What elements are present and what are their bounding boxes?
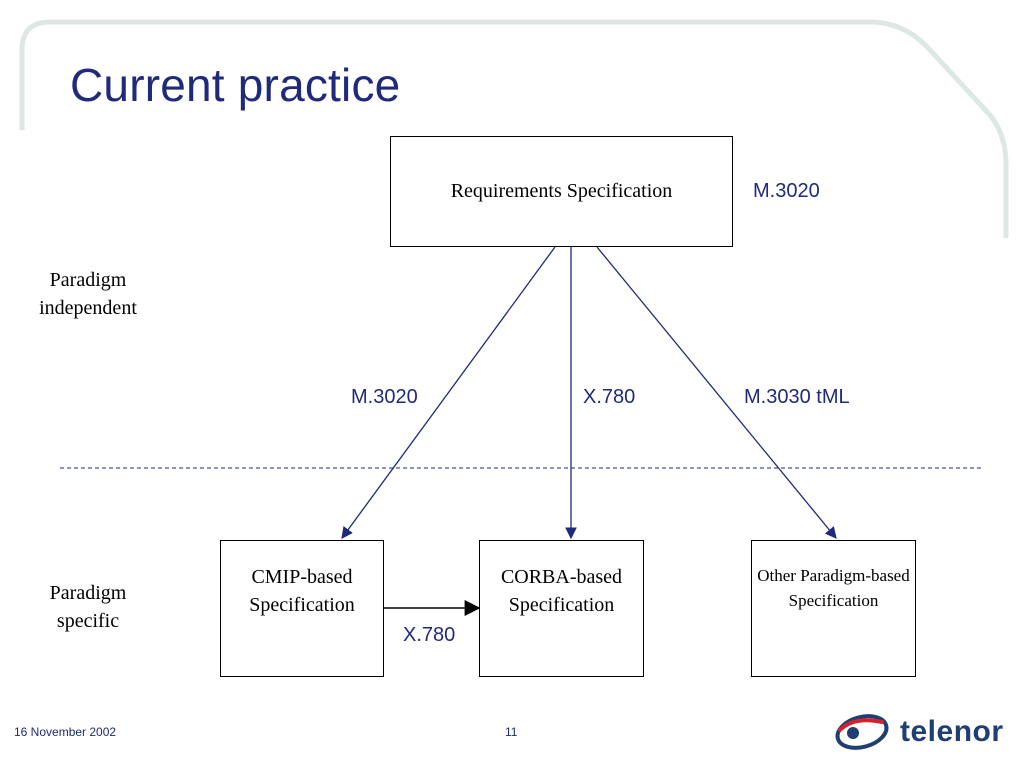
page-number: 11 <box>505 725 518 739</box>
requirements-box-label: Requirements Specification <box>450 180 673 202</box>
top-standard-label: M.3020 <box>753 180 820 202</box>
arrow-label-horizontal: X.780 <box>403 624 456 646</box>
corba-box-label: CORBA-based Specification <box>500 566 623 616</box>
arrow-to-cmip <box>341 246 556 539</box>
arrow-label-right: M.3030 tML <box>744 386 850 408</box>
arrow-to-other <box>596 246 837 539</box>
requirements-box: Requirements Specification <box>390 136 733 247</box>
arrow-label-center: X.780 <box>583 386 636 408</box>
arrow-label-left: M.3020 <box>351 386 418 408</box>
telenor-logo-text: telenor <box>900 715 1004 748</box>
footer-date: 16 November 2002 <box>14 725 117 739</box>
paradigm-independent-label: Paradigm independent <box>39 269 137 319</box>
corba-box: CORBA-based Specification <box>479 540 644 677</box>
cmip-box-label: CMIP-based Specification <box>249 566 355 616</box>
telenor-logo: telenor <box>834 712 1004 752</box>
paradigm-specific-label: Paradigm specific <box>49 582 127 632</box>
cmip-box: CMIP-based Specification <box>220 540 384 677</box>
telenor-logo-icon <box>835 714 889 750</box>
other-box: Other Paradigm-based Specification <box>751 540 916 677</box>
slide-title: Current practice <box>70 59 401 111</box>
other-box-label: Other Paradigm-based Specification <box>757 566 910 610</box>
